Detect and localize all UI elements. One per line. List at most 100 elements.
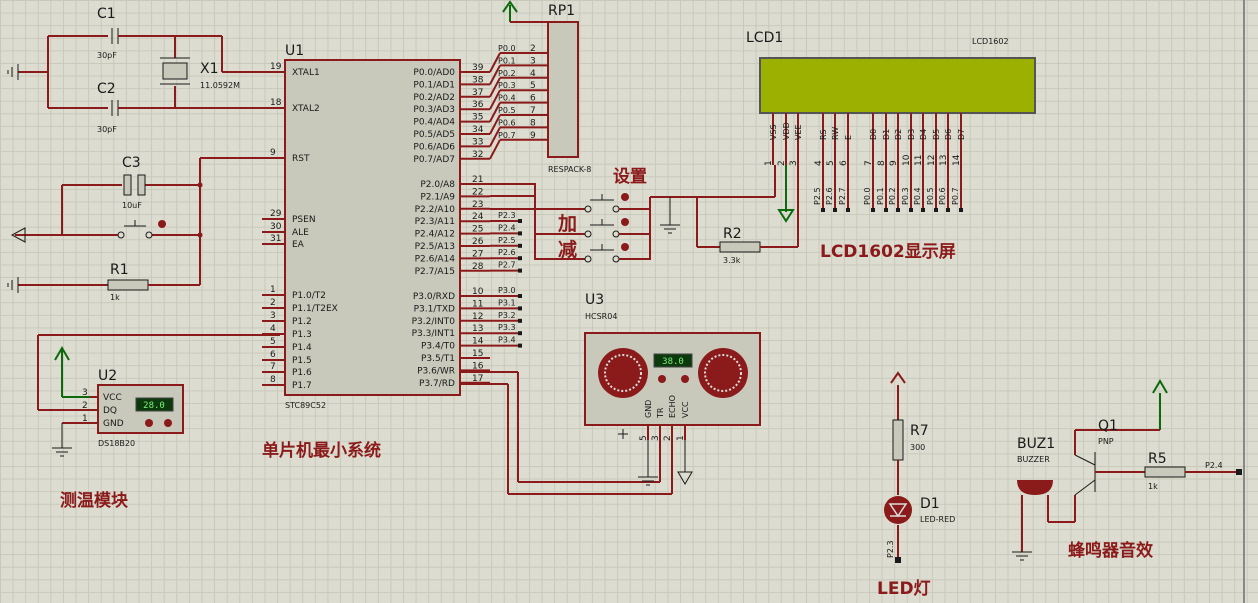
- u2-up-button[interactable]: [164, 419, 172, 427]
- q1-ref: Q1: [1098, 418, 1118, 434]
- u1-pin-name: P2.0/A8: [420, 180, 455, 190]
- u3-ref: U3: [585, 292, 604, 308]
- u3-pin-name: GND: [644, 400, 653, 418]
- key-button[interactable]: [584, 205, 592, 213]
- net-label: P2.7: [838, 187, 847, 205]
- lcd-pin-number: 7: [864, 160, 874, 166]
- net-label: P3.2: [498, 311, 516, 320]
- c1-ref: C1: [97, 6, 116, 22]
- u1-pin-name: P0.6/AD6: [413, 142, 455, 152]
- r2-symbol: [719, 241, 761, 253]
- lcd-pin-name: RW: [831, 127, 840, 140]
- u1-pin-number: 38: [472, 75, 484, 85]
- u2-pin-number: 1: [82, 414, 88, 424]
- lcd-pin-name: D7: [957, 129, 966, 140]
- reset-button[interactable]: [117, 231, 125, 239]
- d1-ref: D1: [920, 496, 940, 512]
- mcu-title: 单片机最小系统: [262, 440, 381, 461]
- net-label: P3.4: [498, 336, 516, 345]
- u1-pin-number: 18: [270, 98, 282, 108]
- u1-pin-number: 7: [270, 362, 276, 372]
- u3-up-button[interactable]: [681, 375, 689, 383]
- u2-down-button[interactable]: [145, 419, 153, 427]
- u1-ref: U1: [285, 43, 304, 59]
- u1-pin-number: 26: [472, 237, 484, 247]
- r5-value: 1k: [1148, 482, 1158, 491]
- u1-pin-name: P3.0/RXD: [413, 292, 455, 302]
- u1-pin-number: 5: [270, 337, 276, 347]
- u1-pin-number: 32: [472, 150, 483, 160]
- u1-pin-name: P0.5/AD5: [413, 130, 455, 140]
- lcd-pins: VSS1VDD2VEE3RS4P2.5RW5P2.6E6P2.7D07P0.0D…: [764, 113, 966, 212]
- c2-ref: C2: [97, 81, 116, 97]
- rp1-pin-number: 6: [530, 94, 536, 104]
- vcc-arrow-icon: [1152, 379, 1168, 394]
- net-label: P0.6: [498, 118, 516, 127]
- rp1-pin-number: 2: [530, 44, 536, 54]
- net-label: P0.3: [498, 81, 516, 90]
- u1-pin-name: P3.5/T1: [421, 354, 455, 364]
- r1-symbol: [107, 279, 149, 291]
- u1-pin-name: P1.5: [292, 356, 312, 366]
- u3-pin-name: ECHO: [668, 395, 677, 418]
- net-label: P0.2: [888, 187, 897, 205]
- lcd-pin-number: 8: [877, 160, 887, 166]
- u1-pin-number: 11: [472, 299, 483, 309]
- u1-pin-number: 25: [472, 225, 483, 235]
- rp1-part: RESPACK-8: [548, 165, 591, 174]
- key-button[interactable]: [584, 255, 592, 263]
- u1-pin-number: 31: [270, 234, 281, 244]
- lcd-screen[interactable]: [759, 57, 1036, 114]
- u1-pin-name: P2.7/A15: [415, 267, 455, 277]
- rp1-pin-number: 5: [530, 81, 536, 91]
- u1-pin-number: 30: [270, 222, 282, 232]
- lcd-pin-name: D0: [869, 129, 878, 140]
- net-label: P0.7: [951, 187, 960, 205]
- u1-pin-name: P2.6/A14: [415, 254, 456, 264]
- lcd-pin-number: 5: [826, 160, 836, 166]
- u1-pin-name: P3.7/RD: [419, 379, 455, 389]
- lcd-pin-number: 2: [777, 160, 787, 166]
- u2-pin-name: GND: [103, 419, 124, 429]
- r1-value: 1k: [110, 293, 120, 302]
- lcd-pin-name: VDD: [782, 122, 791, 140]
- rp1-pin-number: 3: [530, 56, 536, 66]
- net-label: P2.4: [498, 223, 516, 232]
- u1-pin-name: RST: [292, 154, 310, 164]
- u1-pin-name: P1.4: [292, 343, 312, 353]
- u1-pin-number: 28: [472, 262, 484, 272]
- u2-reading: 28.0: [143, 401, 165, 411]
- r1-ref: R1: [110, 262, 129, 278]
- lcd-pin-number: 9: [889, 160, 899, 166]
- u1-body[interactable]: [284, 59, 461, 396]
- lcd-pin-number: 10: [902, 154, 912, 166]
- u1-pin-name: P3.2/INT0: [412, 317, 456, 327]
- net-label: P0.4: [913, 187, 922, 205]
- lcd-pin-number: 4: [814, 160, 824, 166]
- net-label: P2.7: [498, 261, 516, 270]
- rp1-body[interactable]: [547, 21, 579, 158]
- key-button[interactable]: [584, 230, 592, 238]
- u1-pin-name: P1.1/T2EX: [292, 304, 338, 314]
- u1-pin-name: P1.7: [292, 381, 312, 391]
- r2-ref: R2: [723, 226, 742, 242]
- u3-down-button[interactable]: [658, 375, 666, 383]
- add-label: 加: [557, 213, 577, 235]
- set-label: 设置: [613, 167, 647, 187]
- r5-ref: R5: [1148, 451, 1167, 467]
- u3-pin-name: VCC: [681, 401, 690, 418]
- lcd-pin-number: 14: [952, 154, 962, 166]
- u1-pin-number: 22: [472, 187, 483, 197]
- u3-display: [653, 353, 693, 368]
- u1-pin-name: P3.3/INT1: [412, 329, 455, 339]
- net-label: P0.4: [498, 94, 516, 103]
- d1-value: LED-RED: [920, 515, 955, 524]
- r2-value: 3.3k: [723, 256, 741, 265]
- u2-display: [135, 397, 174, 412]
- u1-pin-name: P2.1/A9: [420, 192, 455, 202]
- c1-value: 30pF: [97, 51, 117, 60]
- u1-pin-number: 9: [270, 148, 276, 158]
- u1-pin-number: 16: [472, 361, 484, 371]
- u1-right-pins: 39P0.0/AD038P0.1/AD137P0.2/AD236P0.3/AD3…: [412, 63, 522, 389]
